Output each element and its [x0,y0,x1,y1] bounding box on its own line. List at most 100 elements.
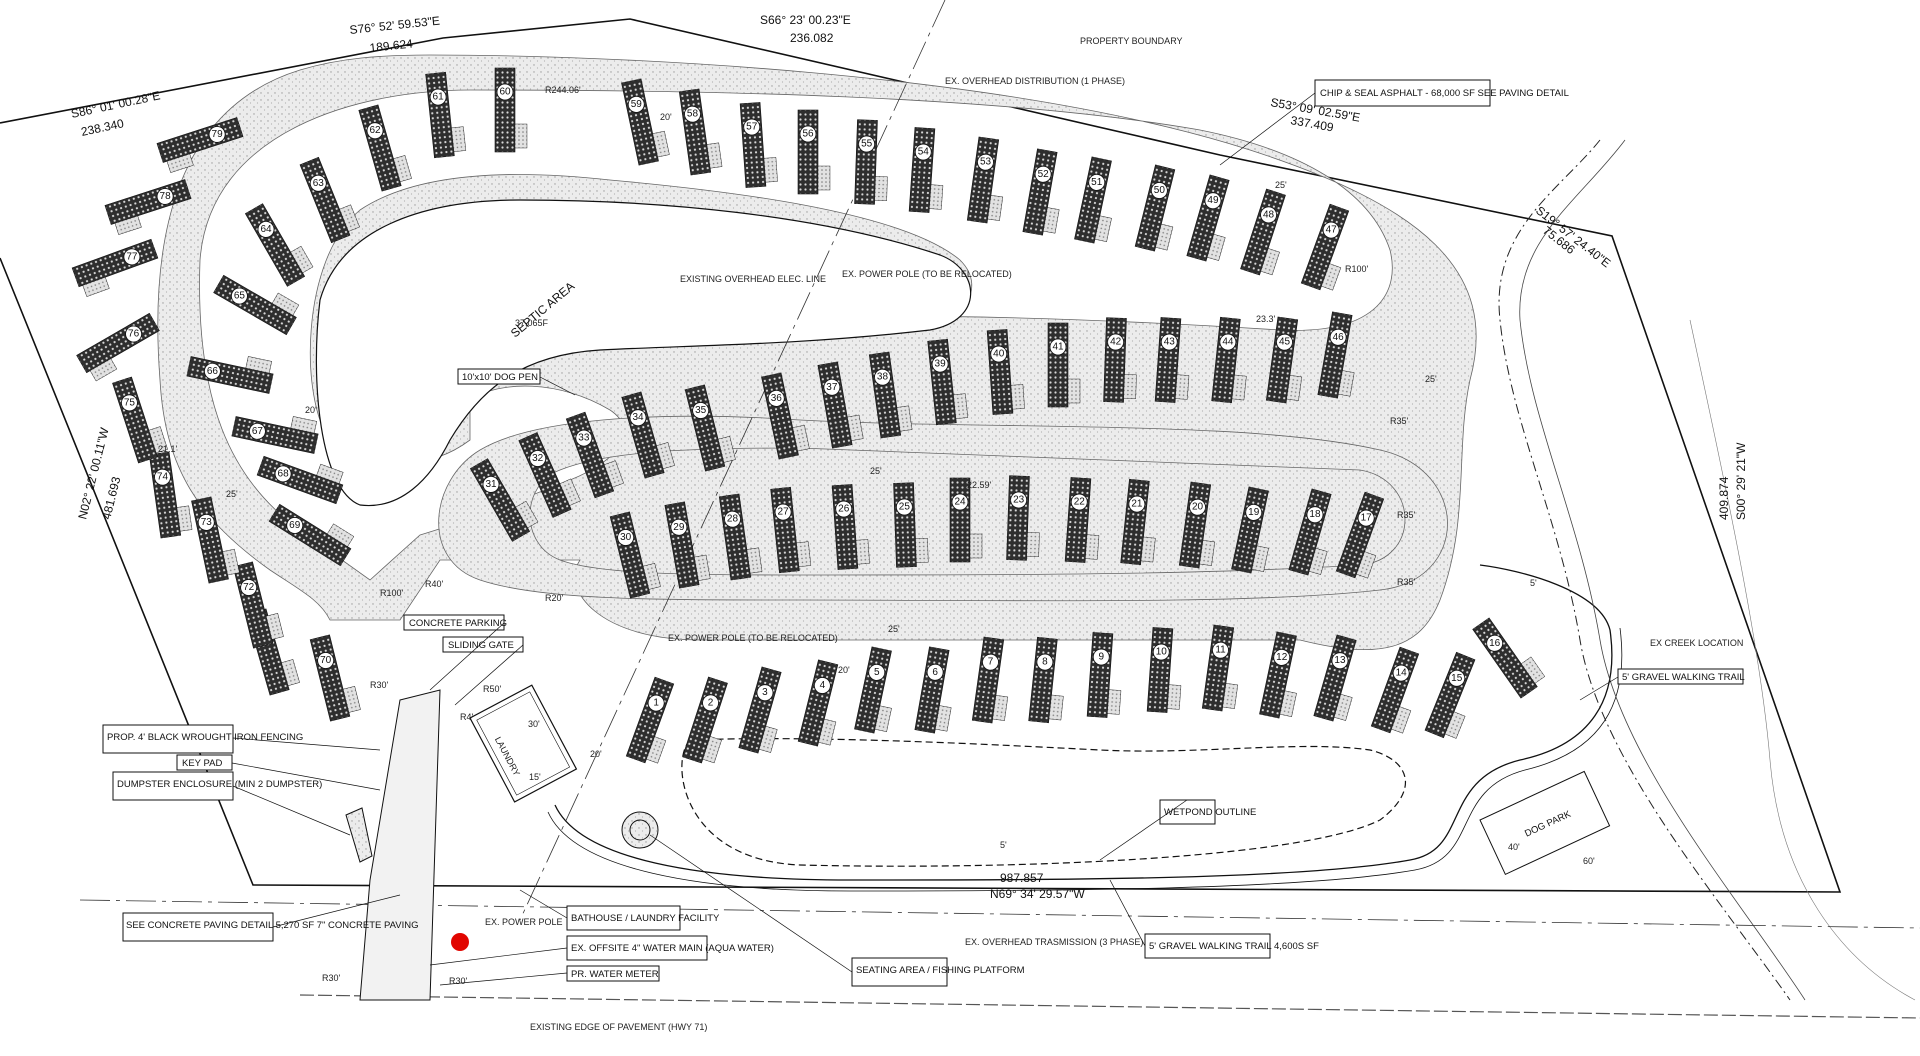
lot-number-circle [931,355,949,373]
lot-number: 14 [1396,668,1408,679]
overhead-transmission-line [79,899,1920,929]
patio-pad [855,539,870,565]
lot-number: 5 [874,667,880,678]
lot-number-circle [835,500,853,518]
lot-number-circle [1486,634,1504,652]
lot-number-circle [1160,333,1178,351]
patio-pad [652,130,670,158]
sliding-gate-text: SLIDING GATE [448,640,514,651]
lot-number: 70 [320,655,332,666]
lot-number: 58 [687,109,699,120]
rv-lot: 52 [1022,148,1060,236]
dumpster-pad [345,807,373,863]
lot-number: 26 [838,504,850,515]
patio-pad [1520,656,1546,684]
patio-pad [1338,370,1355,397]
rv-pad [76,312,160,374]
rv-lot: 37 [817,361,864,449]
bearing-1: S86° 01' 00.28"E [70,88,162,121]
lot-number-circle [366,122,384,140]
rv-lot: 8 [1028,636,1064,724]
rv-pad [494,67,516,153]
rv-pad [739,102,767,188]
lot-number-circle [231,287,248,305]
lot-number: 69 [289,520,301,531]
rv-pad [1240,188,1286,276]
lot-number-circle [257,221,275,238]
lot-number-circle [629,409,647,427]
dim-r35b: R35' [1397,510,1416,520]
rv-lot: 6 [914,646,952,734]
patio-pad [694,554,711,581]
patio-pad [339,204,360,232]
lot-number: 42 [1110,337,1122,348]
lot-number-circle [1088,173,1106,191]
distance-7: 987.857 [1000,871,1044,885]
rv-lot: 58 [678,88,723,176]
patio-pad [316,463,344,484]
lot-number-circle [1036,653,1054,671]
distance-6: 409.874 [1717,476,1731,520]
lot-number-circle [990,345,1008,363]
dim-r30c: R30' [449,976,468,986]
rv-lot: 75 [112,376,168,464]
dumpster-text: DUMPSTER ENCLOSURE (MIN 2 DUMPSTER) [117,779,322,790]
lot-number: 56 [802,129,814,140]
lot-number-circle [647,694,665,712]
dim-15: 15' [529,772,541,782]
patio-pad [1222,683,1239,709]
seating-callout: SEATING AREA / FISHING PLATFORM [851,957,1025,987]
key-pad-callout: KEY PAD [176,754,233,771]
lot-number-circle [496,83,514,101]
wetpond-callout: WETPOND OUTLINE [1159,799,1256,825]
ex-pole-note: EX. POWER POLE [485,917,563,927]
rv-pad [232,561,274,649]
fencing-text: PROP. 4' BLACK WROUGHT IRON FENCING [107,732,303,743]
lot-number-circle [895,498,913,516]
patio-pad [1279,690,1297,717]
lot-number-circle [1245,503,1263,521]
lot-number: 17 [1361,513,1373,524]
dim-r4: R4' [460,712,474,722]
dim-20a: 20' [660,112,672,122]
lot-number: 28 [727,514,739,525]
lot-number: 22 [1074,497,1086,508]
rv-lot: 2 [682,676,728,764]
gravel-trail-text-2: 5' GRAVEL WALKING TRAIL [1622,672,1745,683]
patio-pad [929,184,944,210]
dim-25e: 25' [226,489,238,499]
lot-number: 45 [1279,337,1291,348]
lot-number-circle [1092,648,1110,666]
dim-25a: 25' [1275,180,1287,190]
lot-number-circle [1331,652,1349,670]
patio-pad [1206,233,1226,261]
lot-number: 8 [1042,657,1048,668]
lot-number-circle [1448,669,1466,687]
lot-number-circle [529,450,547,467]
rv-lot: 40 [986,329,1025,415]
wetpond-outline [681,738,1407,867]
rv-lot: 23 [1006,475,1040,561]
concrete-detail-text: SEE CONCRETE PAVING DETAIL 5,270 SF 7" C… [126,920,419,931]
lot-number: 35 [695,405,707,416]
rv-pad [797,109,819,195]
rv-lot: 44 [1211,316,1247,404]
patio-pad [1260,248,1280,276]
rv-lot: 35 [684,384,736,472]
rv-lot: 32 [518,432,581,518]
dim-20b: 20' [305,405,317,415]
dog-park-area: DOG PARK [1479,770,1611,876]
rv-lot: 64 [244,203,314,287]
lot-number-circle [977,153,994,171]
lot-number-circle [692,402,710,419]
lot-number: 59 [631,99,643,110]
dog-pen-callout: 10'x10' DOG PEN [457,368,541,385]
patio-pad [1286,375,1303,401]
patio-pad [656,442,675,470]
lot-number: 38 [877,372,889,383]
lot-number-circle [702,694,719,712]
lot-number: 47 [1326,225,1338,236]
rv-lot: 47 [1300,203,1350,291]
rv-lot: 55 [854,119,888,205]
patio-pad [717,436,736,463]
